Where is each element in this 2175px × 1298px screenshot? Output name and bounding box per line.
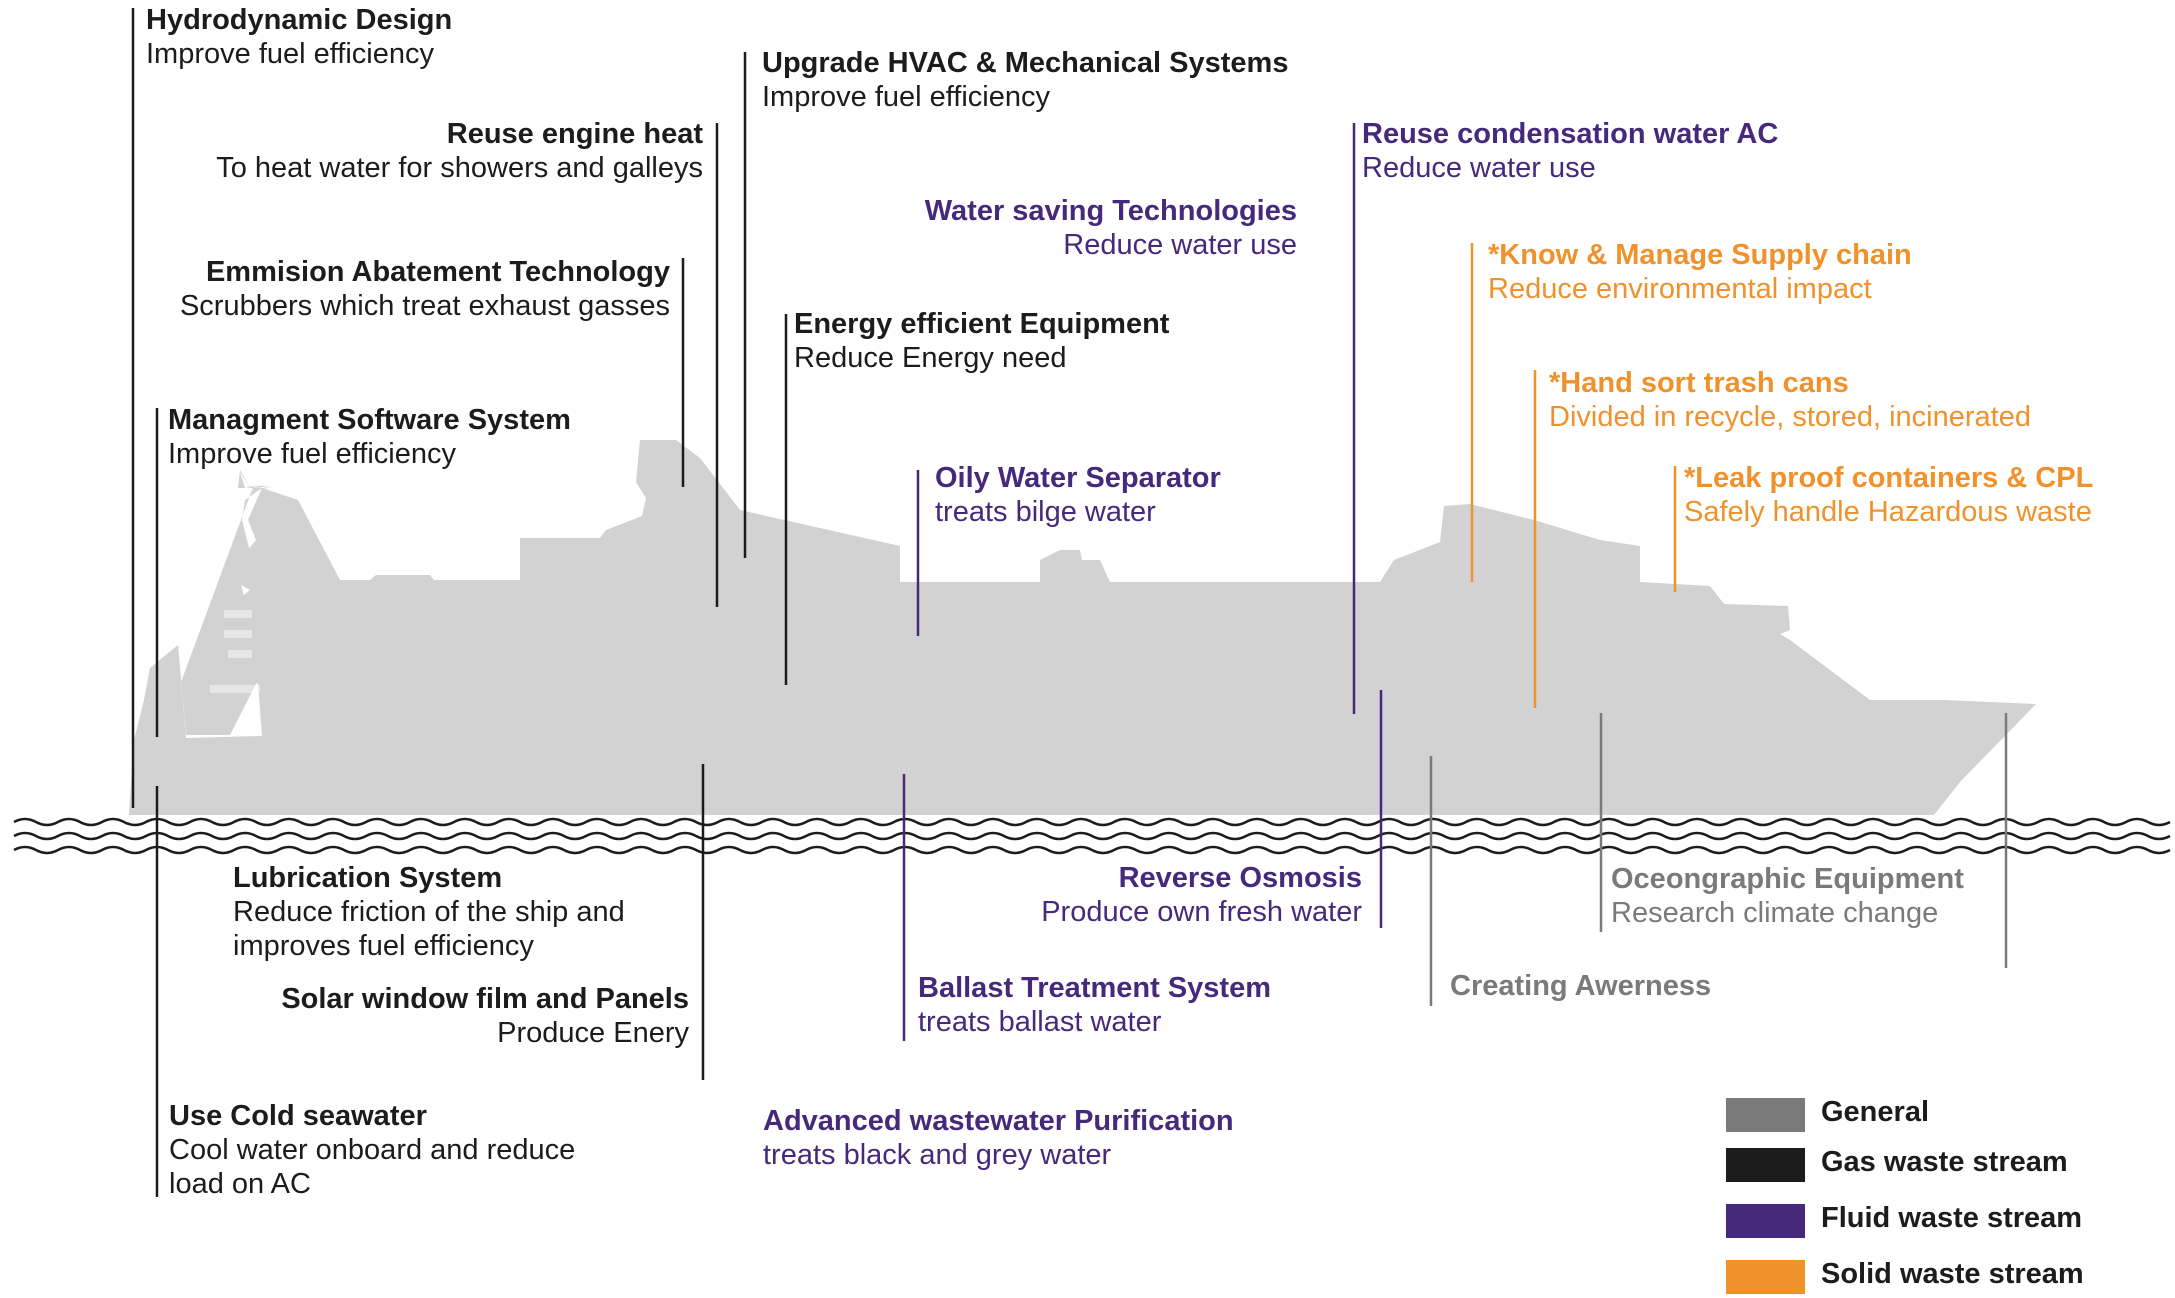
label-energy-equipment: Energy efficient Equipment Reduce Energy…	[794, 307, 1169, 375]
label-emission: Emmision Abatement Technology Scrubbers …	[180, 255, 670, 323]
reverse-osmosis-title: Reverse Osmosis	[1118, 862, 1362, 894]
energy-equipment-title: Energy efficient Equipment	[794, 308, 1170, 340]
deck-step-2	[224, 630, 252, 638]
emission-title: Emmision Abatement Technology	[205, 256, 670, 288]
label-trash-cans: *Hand sort trash cans Divided in recycle…	[1549, 366, 2031, 434]
oceanographic-title: Oceongraphic Equipment	[1611, 863, 1964, 895]
ballast-subtitle: treats ballast water	[918, 1006, 1162, 1038]
deck-step-3	[228, 650, 252, 658]
wave-line-2	[13, 831, 2171, 841]
leak-proof-title: *Leak proof containers & CPL	[1684, 462, 2094, 494]
lubrication-title: Lubrication System	[233, 862, 503, 894]
legend-item-fluid: Fluid waste stream	[1726, 1202, 2146, 1242]
reverse-osmosis-subtitle: Produce own fresh water	[1041, 896, 1362, 928]
waves	[13, 817, 2171, 855]
emission-subtitle: Scrubbers which treat exhaust gasses	[179, 290, 670, 322]
leak-proof-subtitle: Safely handle Hazardous waste	[1684, 496, 2092, 528]
lubrication-subtitle: Reduce friction of the ship and	[233, 896, 625, 928]
hvac-subtitle: Improve fuel efficiency	[762, 81, 1050, 113]
engine-heat-title: Reuse engine heat	[446, 118, 703, 150]
label-wastewater: Advanced wastewater Purification treats …	[763, 1104, 1234, 1172]
solar-title: Solar window film and Panels	[281, 983, 689, 1015]
legend-swatch-solid	[1726, 1260, 1805, 1294]
supply-chain-subtitle: Reduce environmental impact	[1488, 273, 1872, 305]
label-lubrication: Lubrication System Reduce friction of th…	[233, 861, 625, 963]
deck-step-4	[210, 685, 260, 693]
legend-label-fluid: Fluid waste stream	[1821, 1202, 2083, 1234]
condensation-subtitle: Reduce water use	[1362, 152, 1596, 184]
cold-seawater-subtitle: Cool water onboard and reduce	[169, 1134, 576, 1166]
legend-swatch-gas	[1726, 1148, 1805, 1182]
ship-silhouette	[130, 470, 272, 820]
label-management: Managment Software System Improve fuel e…	[168, 403, 571, 471]
legend-label-solid: Solid waste stream	[1821, 1258, 2084, 1290]
hydrodynamic-subtitle: Improve fuel efficiency	[146, 38, 434, 70]
cold-seawater-subtitle-2: load on AC	[169, 1168, 311, 1200]
wave-line-1	[13, 817, 2171, 827]
awareness-title: Creating Awerness	[1450, 970, 1712, 1002]
hydrodynamic-title: Hydrodynamic Design	[146, 4, 453, 36]
legend-label-general: General	[1821, 1096, 1929, 1128]
oceanographic-subtitle: Research climate change	[1611, 897, 1939, 929]
cold-seawater-title: Use Cold seawater	[169, 1100, 427, 1132]
label-supply-chain: *Know & Manage Supply chain Reduce envir…	[1488, 238, 1912, 306]
management-title: Managment Software System	[168, 404, 571, 436]
label-ballast: Ballast Treatment System treats ballast …	[918, 971, 1271, 1039]
water-saving-subtitle: Reduce water use	[1063, 229, 1297, 261]
solar-subtitle: Produce Enery	[497, 1017, 689, 1049]
label-cold-seawater: Use Cold seawater Cool water onboard and…	[169, 1099, 575, 1201]
label-oily-water: Oily Water Separator treats bilge water	[935, 461, 1221, 529]
label-hydrodynamic: Hydrodynamic Design Improve fuel efficie…	[146, 3, 452, 71]
legend-label-gas: Gas waste stream	[1821, 1146, 2068, 1178]
label-reverse-osmosis: Reverse Osmosis Produce own fresh water	[1041, 861, 1362, 929]
legend-swatch-general	[1726, 1098, 1805, 1132]
label-oceanographic: Oceongraphic Equipment Research climate …	[1611, 862, 1964, 930]
trash-cans-subtitle: Divided in recycle, stored, incinerated	[1549, 401, 2031, 433]
oily-water-subtitle: treats bilge water	[935, 496, 1156, 528]
deck-step-1	[224, 610, 252, 618]
condensation-title: Reuse condensation water AC	[1362, 118, 1779, 150]
water-saving-title: Water saving Technologies	[924, 195, 1297, 227]
label-water-saving: Water saving Technologies Reduce water u…	[925, 194, 1297, 262]
legend-item-gas: Gas waste stream	[1726, 1146, 2146, 1186]
ship-hull	[128, 440, 2036, 828]
wastewater-subtitle: treats black and grey water	[763, 1139, 1112, 1171]
wastewater-title: Advanced wastewater Purification	[763, 1105, 1234, 1137]
label-engine-heat: Reuse engine heat To heat water for show…	[216, 117, 703, 185]
label-solar: Solar window film and Panels Produce Ene…	[281, 982, 689, 1050]
label-leak-proof: *Leak proof containers & CPL Safely hand…	[1684, 461, 2093, 529]
hvac-title: Upgrade HVAC & Mechanical Systems	[762, 47, 1289, 79]
wave-line-3	[13, 845, 2171, 855]
label-hvac: Upgrade HVAC & Mechanical Systems Improv…	[762, 46, 1288, 114]
label-awareness: Creating Awerness	[1450, 969, 1711, 1003]
energy-equipment-subtitle: Reduce Energy need	[794, 342, 1067, 374]
supply-chain-title: *Know & Manage Supply chain	[1488, 239, 1912, 271]
engine-heat-subtitle: To heat water for showers and galleys	[216, 152, 703, 184]
ballast-title: Ballast Treatment System	[918, 972, 1271, 1004]
lubrication-subtitle-2: improves fuel efficiency	[233, 930, 534, 962]
oily-water-title: Oily Water Separator	[935, 462, 1221, 494]
trash-cans-title: *Hand sort trash cans	[1549, 367, 1849, 399]
legend-item-solid: Solid waste stream	[1726, 1258, 2146, 1298]
legend-item-general: General	[1726, 1096, 2146, 1136]
legend-swatch-fluid	[1726, 1204, 1805, 1238]
label-condensation: Reuse condensation water AC Reduce water…	[1362, 117, 1778, 185]
management-subtitle: Improve fuel efficiency	[168, 438, 456, 470]
